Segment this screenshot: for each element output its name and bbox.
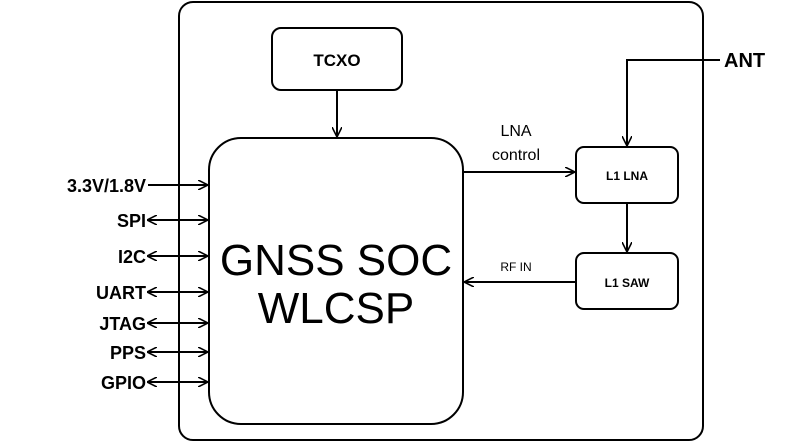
rf-in-label: RF IN [500, 260, 531, 274]
interface-label-gpio: GPIO [101, 373, 146, 393]
l1-saw-label: L1 SAW [605, 276, 650, 290]
gnss-soc-block [208, 137, 464, 425]
interface-label-spi: SPI [117, 211, 146, 231]
interface-label-i2c: I2C [118, 247, 146, 267]
gnss-soc-label-line1: GNSS SOC [220, 236, 452, 285]
ant-label: ANT [724, 50, 765, 72]
l1-lna-label: L1 LNA [606, 169, 648, 183]
interface-label-jtag: JTAG [99, 314, 146, 334]
gnss-soc-label-line2: WLCSP [258, 284, 414, 333]
interface-label-power: 3.3V/1.8V [67, 176, 146, 196]
lna-control-label-line2: control [492, 147, 540, 164]
tcxo-label: TCXO [313, 51, 360, 70]
lna-control-label-line1: LNA [500, 123, 531, 140]
ant-to-lna-arrow [627, 59, 720, 145]
interface-pins: 3.3V/1.8V SPI I2C UART JTAG PPS GPIO [67, 176, 207, 393]
interface-label-pps: PPS [110, 343, 146, 363]
interface-label-uart: UART [96, 283, 146, 303]
